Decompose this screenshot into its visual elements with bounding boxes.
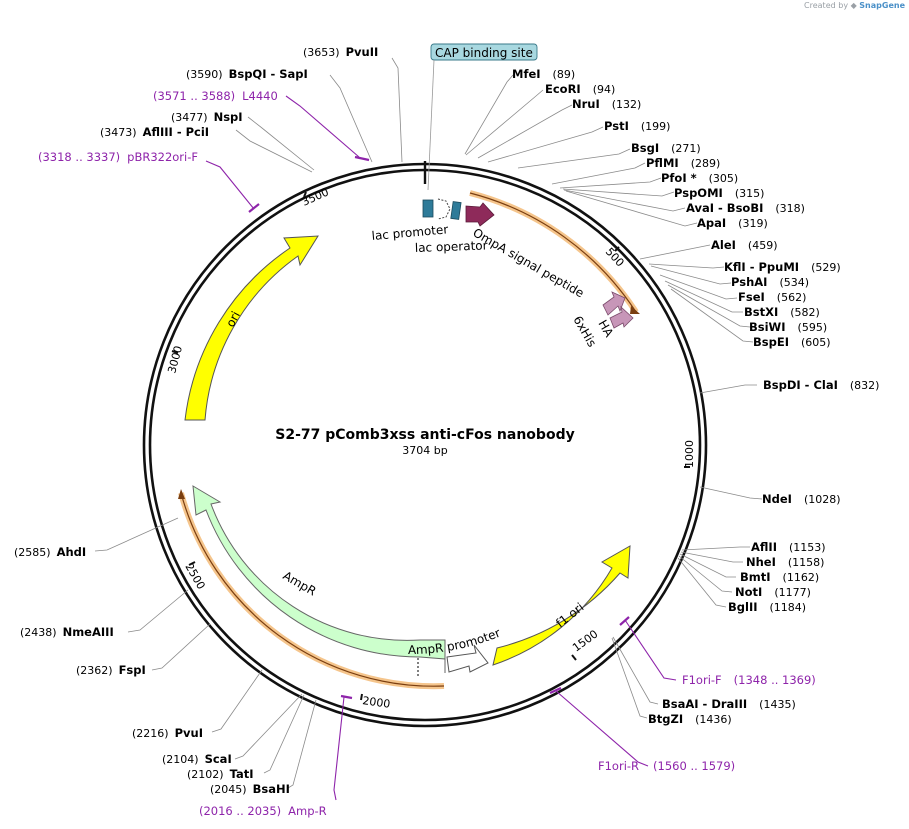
lac-promoter-block [422, 199, 434, 218]
site-scai: (2104)ScaI [162, 752, 232, 766]
site-nrui: NruI(132) [572, 97, 641, 111]
lac-operator-marker [437, 198, 451, 220]
snapgene-logo-icon: ◆ [850, 1, 857, 10]
site-alei: AleI(459) [711, 238, 778, 252]
tick-2500: 2500 [182, 561, 207, 592]
site-pfoi: PfoI *(305) [661, 171, 738, 185]
position-ticks [171, 191, 690, 701]
ampr-highlight-line [180, 492, 445, 687]
primer-f1ori-r: F1ori-R(1560 .. 1579) [598, 759, 735, 773]
site-pvui: (2216)PvuI [132, 726, 203, 740]
site-ndei: NdeI(1028) [762, 492, 841, 506]
ampr-promoter-arrow [446, 644, 489, 673]
tick-3500: 3500 [300, 185, 331, 208]
site-pspomi: PspOMI(315) [674, 186, 764, 200]
ompa-highlight-line [469, 192, 637, 313]
tick-1500: 1500 [570, 627, 600, 654]
plasmid-length: 3704 bp [402, 444, 447, 457]
f1-ori-arrow [492, 545, 631, 666]
snapgene-credit: Created by ◆ SnapGene [804, 1, 905, 10]
cap-binding-site-box [430, 43, 538, 61]
ampr-arrow [192, 485, 446, 673]
cap-leader [427, 59, 435, 191]
lac-operator-label: lac operator [415, 238, 488, 255]
ha-tag-arrow [602, 291, 626, 316]
site-nhei: NheI(1158) [746, 555, 824, 569]
ompa-highlight-arrow [630, 306, 640, 314]
tick-1000: 1000 [683, 440, 696, 468]
site-nmeaiii: (2438)NmeAIII [20, 625, 114, 639]
site-leaders [94, 57, 763, 789]
ampr-label: AmpR [281, 568, 319, 598]
credit-brand: SnapGene [859, 1, 905, 10]
tick-500: 500 [603, 245, 627, 269]
ori-label: ori [223, 309, 243, 329]
lac-promoter-label: lac promoter [371, 222, 449, 243]
site-bmti: BmtI(1162) [740, 570, 819, 584]
site-bspei: BspEI(605) [753, 335, 831, 349]
cap-block [450, 201, 462, 220]
site-tati: (2102)TatI [187, 767, 253, 781]
site-kfli-ppumi: KflI - PpuMI(529) [724, 260, 841, 274]
ompa-arrow [465, 202, 495, 227]
site-bglii: BglII(1184) [728, 600, 806, 614]
site-fsei: FseI(562) [738, 290, 806, 304]
site-bspqi-sapi: (3590)BspQI - SapI [186, 67, 308, 81]
cap-binding-site-label: CAP binding site [435, 46, 533, 60]
site-apai: ApaI(319) [697, 216, 768, 230]
tick-2000: 2000 [362, 694, 392, 711]
site-aflii: AflII(1153) [751, 540, 826, 554]
site-noti: NotI(1177) [735, 585, 811, 599]
site-ahdi: (2585)AhdI [14, 545, 86, 559]
primer-f1ori-f: F1ori-F(1348 .. 1369) [682, 673, 816, 687]
primer-amp-r: (2016 .. 2035)Amp-R [199, 804, 327, 818]
ampr-highlight-arrow [178, 489, 185, 499]
site-ecori: EcoRI(94) [545, 82, 615, 96]
his-label: 6xHis [570, 314, 599, 350]
site-afliii-pcii: (3473)AflIII - PciI [100, 125, 209, 139]
site-pflmi: PflMI(289) [646, 156, 720, 170]
site-bsahi: (2045)BsaHI [210, 782, 290, 796]
site-bstxi: BstXI(582) [744, 305, 820, 319]
primer-l4440: (3571 .. 3588)L4440 [153, 89, 278, 103]
site-pshai: PshAI(534) [731, 275, 809, 289]
ori-arrow [184, 235, 319, 421]
site-pvuii: (3653)PvuII [303, 45, 378, 59]
primer-markers [205, 95, 677, 801]
site-bsgi: BsgI(271) [631, 141, 701, 155]
site-bsiwi: BsiWI(595) [749, 320, 827, 334]
site-psti: PstI(199) [604, 119, 670, 133]
credit-prefix: Created by [804, 1, 849, 10]
site-avai-bsobi: AvaI - BsoBI(318) [686, 201, 805, 215]
site-btgzi: BtgZI(1436) [648, 712, 732, 726]
site-fspi: (2362)FspI [76, 663, 146, 677]
site-mfei: MfeI(89) [512, 67, 575, 81]
ompa-label: OmpA signal peptide [471, 225, 587, 300]
plasmid-name: S2-77 pComb3xss anti-cFos nanobody [275, 427, 574, 443]
site-bspdi-clai: BspDI - ClaI(832) [763, 378, 879, 392]
his-tag-arrow [609, 305, 634, 329]
site-nspi: (3477)NspI [171, 110, 243, 124]
site-bsaai-draiii: BsaAI - DraIII(1435) [662, 697, 796, 711]
f1-ori-label: f1 ori [553, 600, 586, 630]
primer-pbr322ori-f: (3318 .. 3337)pBR322ori-F [38, 150, 198, 164]
